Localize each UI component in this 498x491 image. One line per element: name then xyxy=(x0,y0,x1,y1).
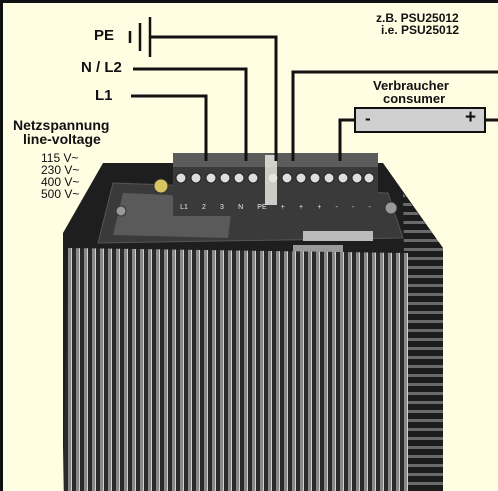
voltage-400: 400 V~ xyxy=(41,175,80,189)
wire-plus xyxy=(291,70,498,161)
voltage-500: 500 V~ xyxy=(41,187,80,201)
pe-label: PE xyxy=(94,27,115,44)
pe-terminal-highlight xyxy=(265,155,277,205)
terminal-label: L1 xyxy=(180,204,188,211)
example-de-label: z.B. PSU25012 xyxy=(376,11,459,25)
l1-label: L1 xyxy=(95,87,113,104)
voltage-115: 115 V~ xyxy=(41,151,79,165)
wire-minus xyxy=(338,118,355,161)
terminal-label: - xyxy=(335,204,338,211)
screw xyxy=(384,201,398,215)
terminal-label: PE xyxy=(257,204,267,211)
netzspannung-label: Netzspannung xyxy=(13,117,110,133)
terminal-label: 2 xyxy=(202,204,206,211)
wire-pe xyxy=(151,35,278,161)
terminal-label: - xyxy=(368,204,371,211)
device-side-plate xyxy=(403,193,443,491)
line-voltage-label: line-voltage xyxy=(23,131,101,147)
terminal-label: N xyxy=(238,204,244,211)
heatsink-fins xyxy=(63,248,408,491)
consumer-minus-label: - xyxy=(365,109,371,128)
terminal-label-strip: L1 2 3 N PE + + + - - - xyxy=(173,204,378,214)
device-illustration xyxy=(63,17,498,491)
voltage-230: 230 V~ xyxy=(41,163,80,177)
terminal-label: - xyxy=(351,204,355,211)
consumer-plus-label: + xyxy=(465,107,477,128)
screw xyxy=(153,178,169,194)
n-l2-label: N / L2 xyxy=(81,59,122,76)
type-plate xyxy=(303,231,373,241)
wire-n-l2 xyxy=(133,67,248,161)
terminal-label: 3 xyxy=(220,204,224,211)
consumer-box xyxy=(354,107,486,133)
example-en-label: i.e. PSU25012 xyxy=(381,23,460,37)
consumer-en-label: consumer xyxy=(383,91,446,106)
terminal-screws xyxy=(175,172,375,184)
consumer-de-label: Verbraucher xyxy=(373,78,449,93)
terminal-label: + xyxy=(280,204,285,211)
ground-icon xyxy=(128,17,152,57)
terminal-label: + xyxy=(317,204,322,211)
wire-l1 xyxy=(131,94,208,161)
terminal-label: + xyxy=(299,204,304,211)
screw xyxy=(115,205,127,217)
